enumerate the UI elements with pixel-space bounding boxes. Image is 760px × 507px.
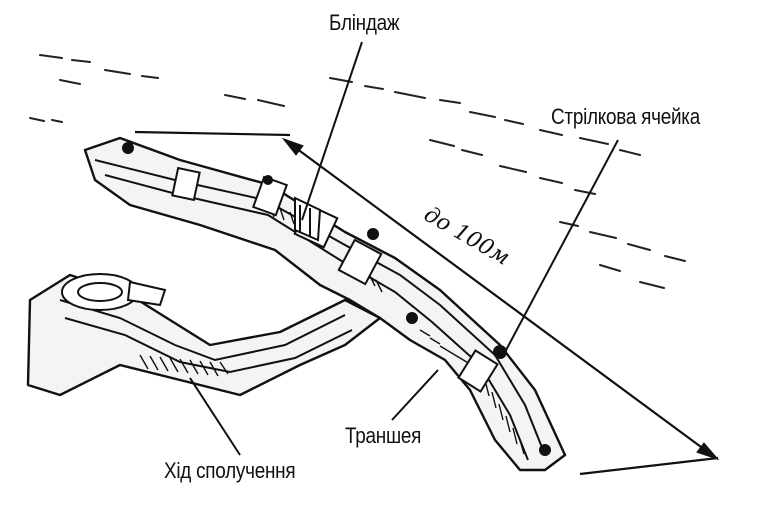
label-communication-trench: Хід сполучення <box>164 458 295 484</box>
label-dugout: Бліндаж <box>329 10 399 36</box>
label-trench: Траншея <box>345 423 421 449</box>
emplacement-pit <box>62 274 165 310</box>
label-rifle-cell: Стрілкова ячейка <box>551 104 700 130</box>
